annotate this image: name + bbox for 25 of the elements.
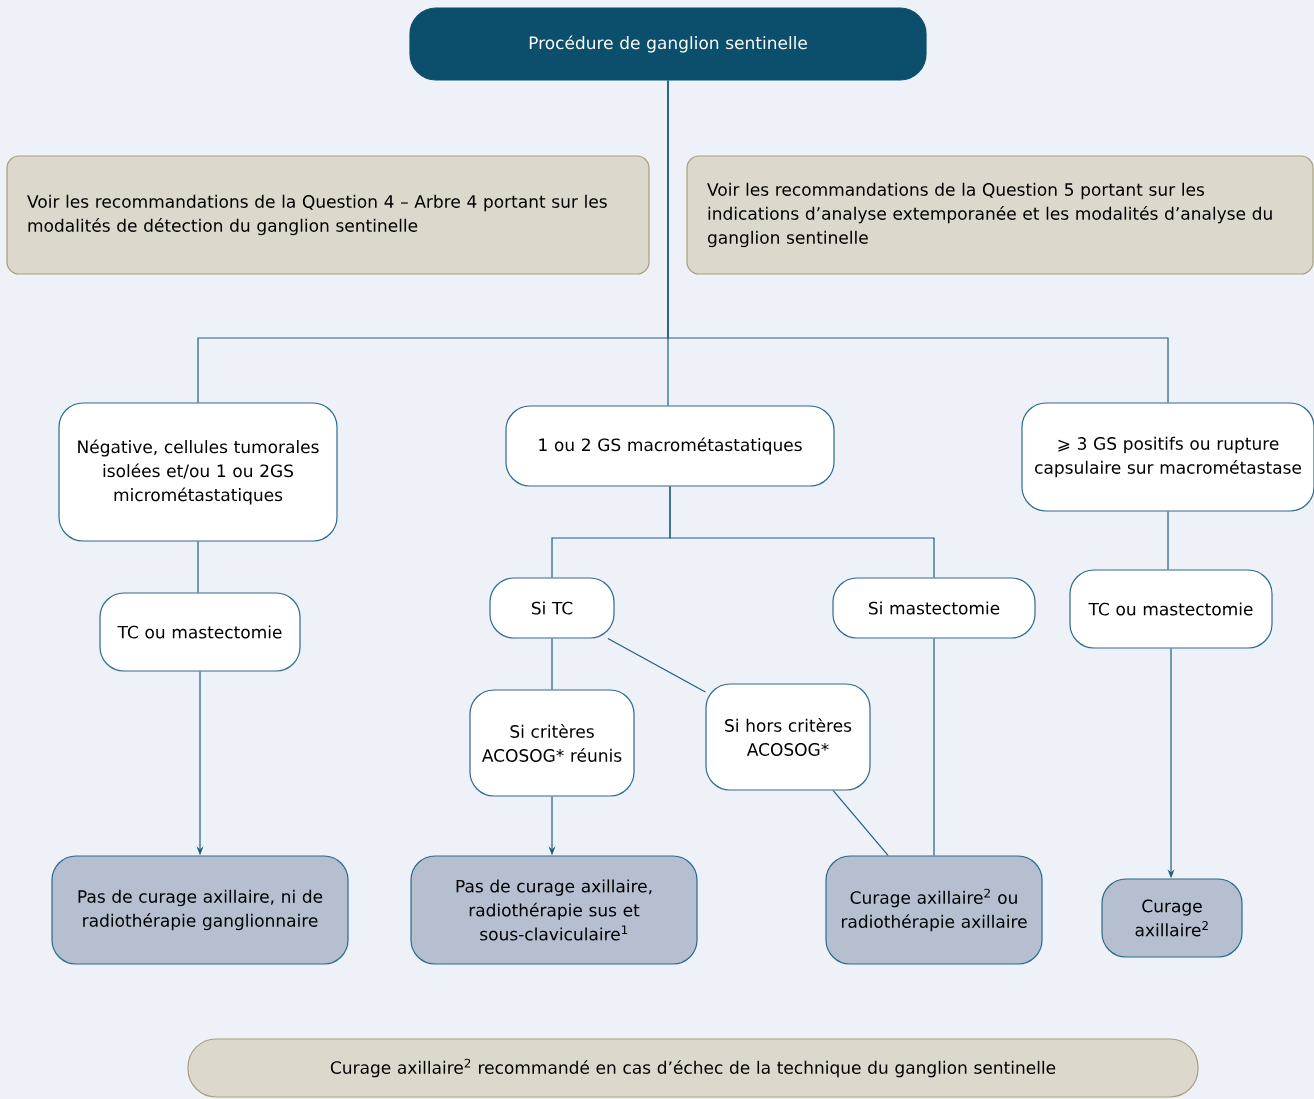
condition-box: ⩾ 3 GS positifs ou rupture capsulaire sur macrométastase (1021, 402, 1314, 512)
note-banner: Curage axillaire$^{2}$ recommandé en cas d’échec de la technique du ganglion sentinelle (187, 1038, 1199, 1098)
connector (551, 638, 553, 690)
result-box: Pas de curage axillaire, radiothérapie sus et sous-claviculaire$^{1}$ (410, 855, 698, 965)
condition-box: TC ou mastectomie (1069, 569, 1273, 649)
connector (669, 485, 935, 578)
header-box: Procédure de ganglion sentinelle (409, 7, 927, 81)
result-box: Pas de curage axillaire, ni de radiothérapie ganglionnaire (51, 855, 349, 965)
connector (1167, 510, 1169, 570)
condition-box: TC ou mastectomie (99, 592, 301, 672)
condition-box: Si TC (489, 577, 615, 639)
connector (933, 638, 935, 856)
condition-box: Négative, cellules tumorales isolées et/ou 1 ou 2GS micrométastatiques (58, 402, 338, 542)
result-box: Curage axillaire$^{2}$ ou radiothérapie axillaire (825, 855, 1043, 965)
condition-box: Si mastectomie (832, 577, 1036, 639)
connector (832, 790, 889, 856)
condition-box: Si hors critères ACOSOG* (705, 683, 871, 791)
result-box: Curage axillaire$^{2}$ (1101, 878, 1243, 958)
connector (667, 80, 1169, 403)
connector (607, 638, 706, 693)
connector (197, 541, 199, 593)
note-box: Voir les recommandations de la Question 5 portant sur les indications d’analyse extemporanée et les modalités d’analyse du ganglion sentinelle (686, 155, 1314, 275)
condition-box: 1 ou 2 GS macrométastatiques (505, 405, 835, 487)
condition-box: Si critères ACOSOG* réunis (469, 689, 635, 797)
note-box: Voir les recommandations de la Question 4 – Arbre 4 portant sur les modalités de détection du ganglion sentinelle (6, 155, 650, 275)
